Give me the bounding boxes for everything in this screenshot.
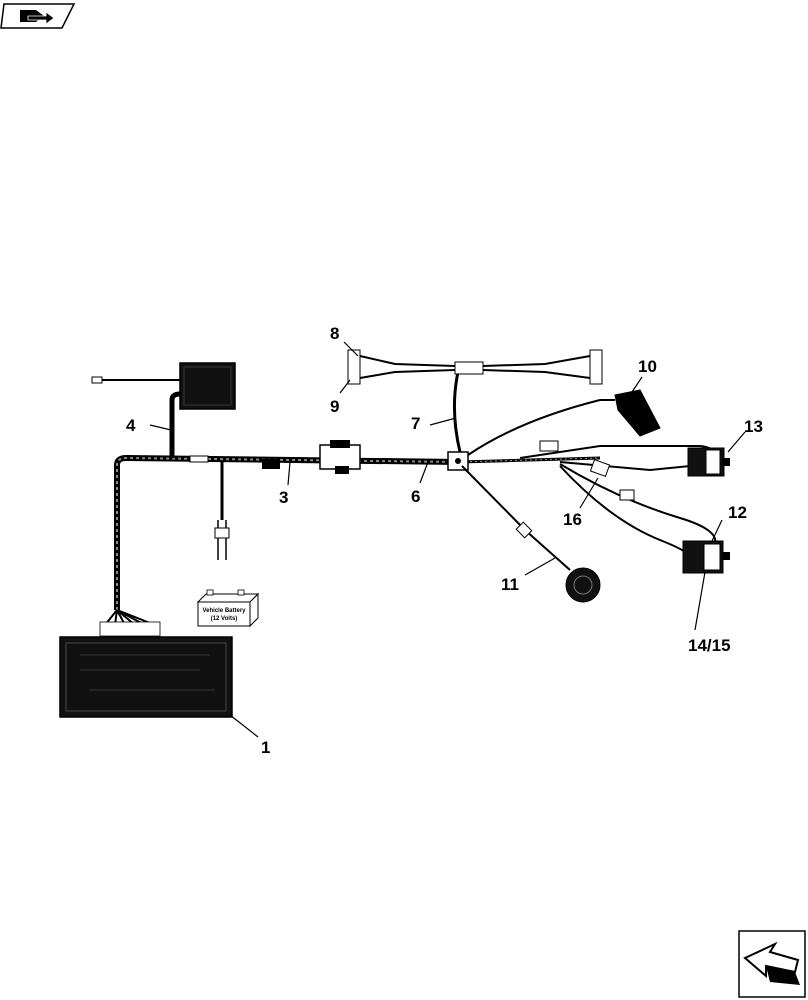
book-with-arrow-icon[interactable] <box>0 3 76 29</box>
callout-11: 11 <box>501 575 519 594</box>
callouts: 1 3 4 6 7 8 9 10 11 12 13 14/15 16 <box>126 324 763 757</box>
leader-lines <box>149 341 746 738</box>
ground-lead-branch <box>214 462 230 560</box>
next-page-arrow-icon[interactable] <box>738 930 806 998</box>
main-harness-trunk <box>114 454 601 610</box>
callout-14-15: 14/15 <box>688 636 731 655</box>
callout-3: 3 <box>279 488 288 507</box>
round-sensor-11 <box>565 567 601 603</box>
callout-16: 16 <box>563 510 582 529</box>
vehicle-battery: Vehicle Battery (12 Volts) <box>196 589 260 628</box>
battery-label-line1: Vehicle Battery <box>202 608 246 614</box>
switch-13 <box>687 447 730 477</box>
trunk-connectors <box>189 440 469 474</box>
callout-1: 1 <box>261 738 270 757</box>
callout-7: 7 <box>411 414 420 433</box>
switch-12 <box>682 540 730 574</box>
branch-4 <box>169 391 181 458</box>
battery-label-line2: (12 Volts) <box>211 616 238 622</box>
right-branches <box>519 440 717 553</box>
callout-13: 13 <box>744 417 763 436</box>
branch-10 <box>467 389 661 456</box>
control-module-1 <box>59 609 233 718</box>
callout-4: 4 <box>126 416 136 435</box>
callout-12: 12 <box>728 503 747 522</box>
callout-9: 9 <box>330 397 339 416</box>
callout-8: 8 <box>330 324 339 343</box>
callout-10: 10 <box>638 357 657 376</box>
branch-7 <box>347 349 603 453</box>
relay-box <box>91 362 236 410</box>
branch-11 <box>461 465 571 571</box>
callout-6: 6 <box>411 487 420 506</box>
